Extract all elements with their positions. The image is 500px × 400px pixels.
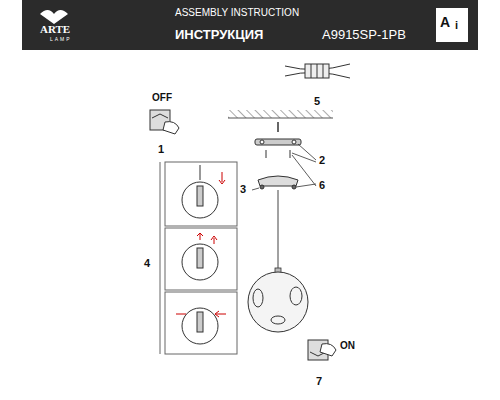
callout-number: 4 bbox=[144, 258, 150, 269]
header-title: ИНСТРУКЦИЯ bbox=[175, 28, 263, 41]
switch-on bbox=[308, 340, 336, 360]
cord bbox=[278, 190, 279, 270]
step-4-globes bbox=[176, 165, 226, 344]
icon-letter: A bbox=[440, 15, 450, 29]
callout-number: 3 bbox=[240, 184, 246, 195]
step-text: OFF bbox=[152, 93, 172, 103]
icon-letter: i bbox=[455, 20, 458, 31]
leader-lines bbox=[252, 144, 316, 190]
step-text: ON bbox=[340, 341, 355, 351]
header-text: ASSEMBLY INSTRUCTION bbox=[175, 8, 299, 18]
glass-globe bbox=[248, 272, 308, 332]
logo-subtext: LAMP bbox=[50, 37, 72, 42]
callout-number: 1 bbox=[158, 144, 164, 155]
header-band bbox=[22, 0, 478, 50]
callout-number: 2 bbox=[319, 155, 325, 166]
canopy bbox=[258, 176, 298, 189]
logo-text: ARTE bbox=[40, 24, 70, 35]
callout-number: 5 bbox=[314, 96, 320, 107]
step-4-panels bbox=[160, 162, 237, 354]
model-number: A9915SP-1PB bbox=[322, 28, 406, 41]
ceiling bbox=[228, 110, 333, 118]
callout-number: 7 bbox=[316, 376, 322, 387]
switch-off bbox=[150, 110, 179, 134]
mounting-plate bbox=[255, 139, 301, 158]
wire-connector bbox=[285, 64, 350, 78]
icon-box bbox=[436, 8, 468, 42]
logo-griffin bbox=[40, 10, 68, 24]
callout-number: 6 bbox=[319, 180, 325, 191]
